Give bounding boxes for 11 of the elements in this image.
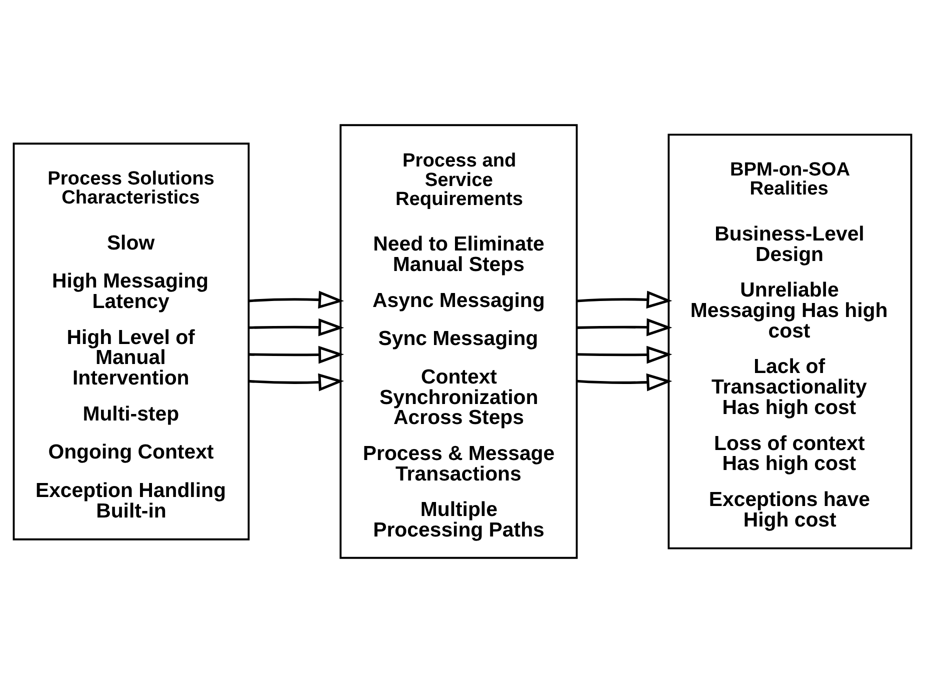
arrow [248,346,344,364]
arrow [248,290,344,309]
arrow [576,290,672,309]
node-box: Process Solutions Characteristics Slow High Messaging Latency High Level of Manual Intervention Multi-step Ongoing Context Exception Handling Built-in [12,142,250,540]
node-box: Process and Service Requirements Need to Eliminate Manual Steps Async Messaging Sync Messaging Context Synchronization Across Steps Process & Message Transactions Multiple Processing Paths [340,124,578,559]
arrow [248,373,344,392]
arrow [576,346,672,364]
arrow [576,318,672,336]
arrow [576,373,672,392]
node-box: BPM-on-SOA Realities Business-Level Design Unreliable Messaging Has high cost Lack of Transactionality Has high cost Loss of context Has high cost Exceptions have High cost [668,134,912,550]
arrow [248,318,344,336]
